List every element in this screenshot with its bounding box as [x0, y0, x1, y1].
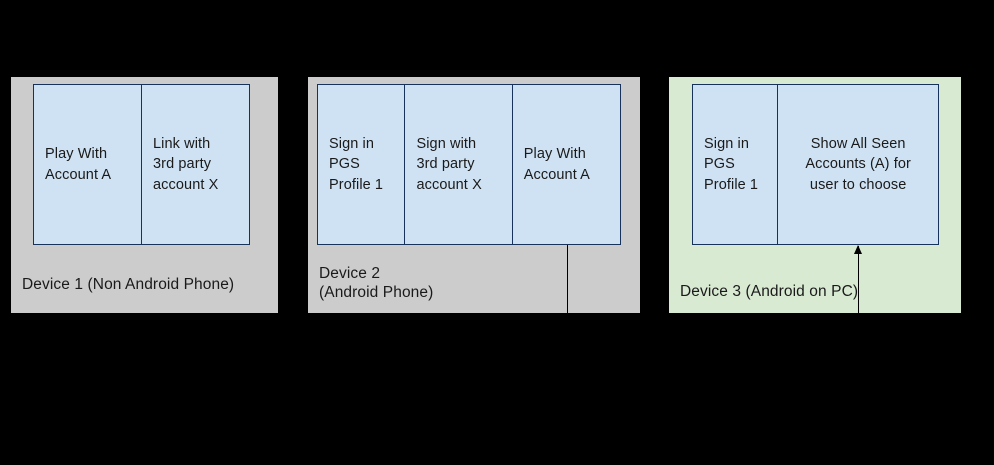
device-3-label: Device 3 (Android on PC) — [680, 283, 859, 300]
device-1-step-2[interactable]: Link with 3rd party account X — [142, 85, 249, 244]
device-2-step-2[interactable]: Sign with 3rd party account X — [405, 85, 513, 244]
device-1-label: Device 1 (Non Android Phone) — [22, 276, 235, 293]
device-2-step-row: Sign in PGS Profile 1 Sign with 3rd part… — [317, 84, 621, 245]
device-2-step-3-label: Play With Account A — [523, 146, 590, 183]
device-3-step-row: Sign in PGS Profile 1 Show All Seen Acco… — [692, 84, 939, 245]
device-3-step-2[interactable]: Show All Seen Accounts (A) for user to c… — [778, 85, 938, 244]
device2-drop-line-connector — [567, 245, 568, 313]
device-2-step-1[interactable]: Sign in PGS Profile 1 — [318, 85, 406, 244]
device-1-step-1-label: Play With Account A — [45, 146, 112, 183]
device-1-step-row: Play With Account A Link with 3rd party … — [33, 84, 250, 245]
device-2-step-2-label: Sign with 3rd party account X — [416, 135, 482, 193]
device3-inbound-arrow-connector — [854, 245, 863, 313]
device-1-step-2-label: Link with 3rd party account X — [153, 135, 219, 193]
device-1-step-1[interactable]: Play With Account A — [34, 85, 142, 244]
device-3-step-1[interactable]: Sign in PGS Profile 1 — [693, 85, 779, 244]
device-2-step-1-label: Sign in PGS Profile 1 — [329, 135, 384, 193]
device-3-step-1-label: Sign in PGS Profile 1 — [704, 135, 759, 193]
device-2-label: Device 2 (Android Phone) — [319, 265, 434, 301]
device-2-step-3[interactable]: Play With Account A — [512, 85, 620, 244]
device-3-step-2-label: Show All Seen Accounts (A) for user to c… — [805, 135, 911, 193]
